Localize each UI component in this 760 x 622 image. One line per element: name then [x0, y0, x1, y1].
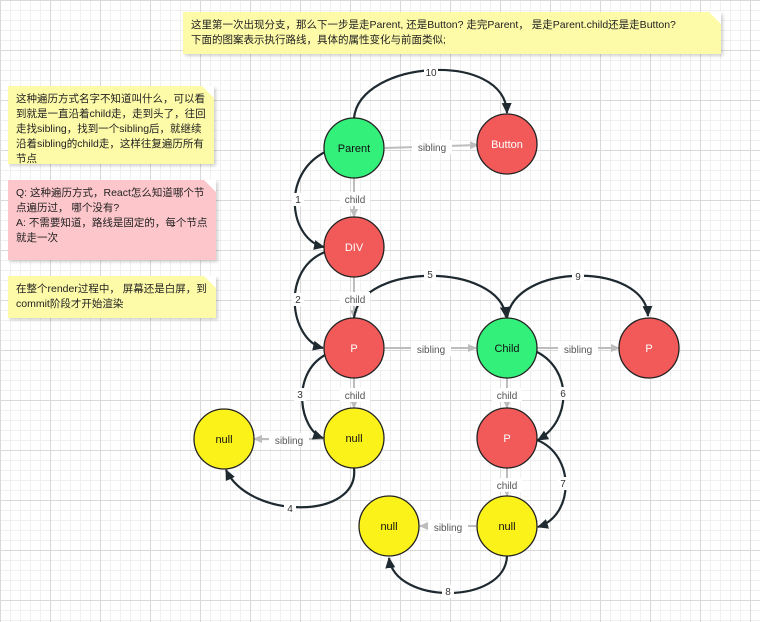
node-parent-label: Parent — [338, 143, 370, 155]
label-child-child-pmid: child — [497, 391, 518, 402]
path-step-4 — [225, 467, 356, 509]
node-null-bottom-label: null — [498, 521, 515, 533]
node-null-left-label: null — [215, 434, 232, 446]
path-step-5 — [352, 274, 510, 319]
step-1: 1 — [295, 195, 301, 206]
label-child-div-p1: child — [345, 295, 366, 306]
note-top: 这里第一次出现分支，那么下一步是走Parent, 还是Button? 走完Par… — [183, 12, 721, 54]
note-fold — [202, 86, 214, 98]
note-question: Q: 这种遍历方式，React怎么知道哪个节点遍历过， 哪个没有? A: 不需要… — [8, 180, 216, 260]
step-3: 3 — [297, 390, 303, 401]
node-child: Child — [476, 317, 538, 379]
step-4: 4 — [287, 504, 293, 515]
note-top-text: 这里第一次出现分支，那么下一步是走Parent, 还是Button? 走完Par… — [191, 19, 676, 46]
node-p1-label: P — [350, 343, 357, 355]
node-div: DIV — [323, 216, 385, 278]
node-null-left: null — [193, 408, 255, 470]
label-sibling-nullbottom-nullbl: sibling — [434, 523, 462, 534]
note-render: 在整个render过程中， 屏幕还是白屏，到commit阶段才开始渲染 — [8, 276, 216, 318]
node-p-right-label: P — [645, 343, 652, 355]
node-button-label: Button — [491, 139, 523, 151]
step-8: 8 — [445, 587, 451, 598]
note-traversal-text: 这种遍历方式名字不知道叫什么，可以看到就是一直沿着child走，走到头了，往回走… — [16, 93, 206, 165]
node-child-label: Child — [494, 343, 519, 355]
note-fold — [709, 12, 721, 24]
note-fold — [204, 180, 216, 192]
step-numbers: 10 1 2 5 9 3 4 6 7 8 — [284, 66, 584, 598]
note-render-text: 在整个render过程中， 屏幕还是白屏，到commit阶段才开始渲染 — [16, 283, 207, 310]
label-sibling-nullmid-nullleft: sibling — [275, 436, 303, 447]
step-6: 6 — [560, 389, 566, 400]
node-div-label: DIV — [345, 242, 364, 254]
edge-labels: sibling child child sibling sibling chil… — [269, 140, 598, 534]
node-null-mid: null — [323, 407, 385, 469]
node-p-right: P — [618, 317, 680, 379]
label-sibling-child-pright: sibling — [564, 345, 592, 356]
node-null-bottom-left-label: null — [380, 521, 397, 533]
nodes: Parent Button DIV P Child P null null — [193, 113, 680, 557]
node-p1: P — [323, 317, 385, 379]
label-child-p1-nullmid: child — [345, 391, 366, 402]
label-sibling-parent-button: sibling — [418, 143, 446, 154]
node-parent: Parent — [323, 117, 385, 179]
step-10: 10 — [425, 68, 437, 79]
step-2: 2 — [295, 295, 301, 306]
label-sibling-p1-child: sibling — [417, 345, 445, 356]
step-9: 9 — [575, 272, 581, 283]
node-null-bottom: null — [476, 495, 538, 557]
step-5: 5 — [427, 270, 433, 281]
note-question-text: Q: 这种遍历方式，React怎么知道哪个节点遍历过， 哪个没有? A: 不需要… — [16, 187, 208, 244]
node-button: Button — [476, 113, 538, 175]
node-null-bottom-left: null — [358, 495, 420, 557]
label-child-pmid-nullbottom: child — [497, 481, 518, 492]
node-p-mid-label: P — [503, 433, 510, 445]
step-7: 7 — [560, 479, 566, 490]
node-p-mid: P — [476, 407, 538, 469]
node-null-mid-label: null — [345, 433, 362, 445]
label-child-parent-div: child — [345, 195, 366, 206]
note-fold — [204, 276, 216, 288]
note-traversal: 这种遍历方式名字不知道叫什么，可以看到就是一直沿着child走，走到头了，往回走… — [8, 86, 214, 165]
